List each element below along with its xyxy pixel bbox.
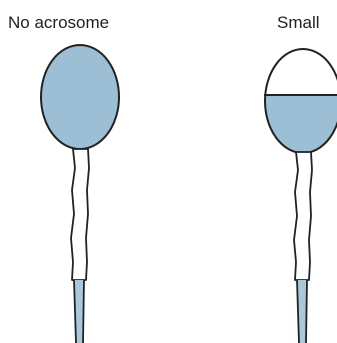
sperm-midpiece-small-acrosome <box>294 152 312 280</box>
sperm-head-no-acrosome <box>41 45 119 149</box>
sperm-small-acrosome <box>260 49 337 343</box>
sperm-midpiece-no-acrosome <box>71 149 89 280</box>
sperm-no-acrosome <box>41 45 119 343</box>
